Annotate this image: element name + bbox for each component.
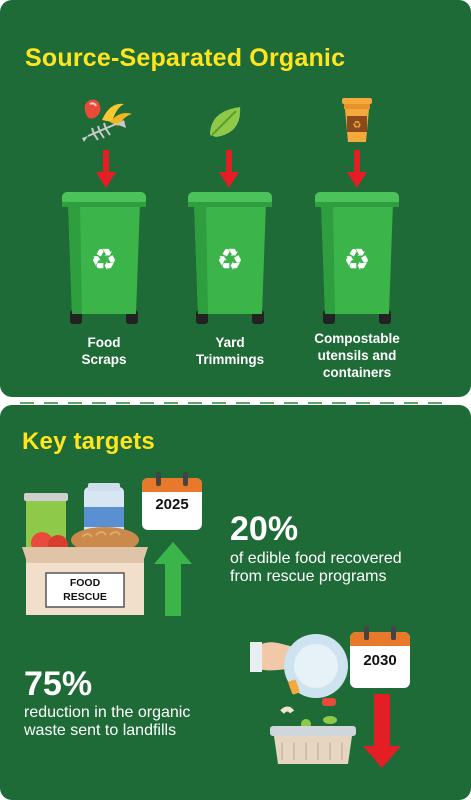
- arrow-down-icon: [219, 150, 239, 188]
- recycle-icon: ♻: [344, 243, 371, 278]
- section-divider: [20, 402, 451, 404]
- svg-text:♻: ♻: [353, 120, 362, 131]
- food-scraps-icon: [82, 99, 132, 142]
- bin-label-containers: Compostable utensils and containers: [297, 330, 417, 381]
- arrow-down-icon: [363, 694, 401, 768]
- food-rescue-label-line: FOOD: [69, 577, 101, 589]
- target2-description: reduction in the organic waste sent to l…: [24, 704, 190, 740]
- compost-bin-containers: ♻: [315, 192, 399, 324]
- bin-label-line: Compostable: [314, 331, 400, 346]
- targets-section-title: Key targets: [22, 428, 155, 455]
- bin-label-line: containers: [322, 365, 392, 380]
- source-section-title: Source-Separated Organic: [25, 44, 346, 72]
- bin-label-line: Scraps: [81, 352, 127, 367]
- target2-description-line: waste sent to landfills: [24, 722, 177, 739]
- calendar-icon: [350, 626, 410, 688]
- target2-year: 2030: [363, 652, 397, 669]
- calendar-icon: [142, 472, 202, 530]
- recycle-icon: ♻: [91, 243, 118, 278]
- plate-scraping-icon: [250, 634, 356, 764]
- bin-label-line: Trimmings: [195, 352, 265, 367]
- food-rescue-label-line: RESCUE: [63, 591, 107, 603]
- compost-bin-yard: ♻: [188, 192, 272, 324]
- target1-percent: 20%: [230, 510, 299, 548]
- recycle-icon: ♻: [217, 243, 244, 278]
- target2-description-line: reduction in the organic: [24, 704, 191, 721]
- target1-description-line: of edible food recovered: [230, 550, 402, 567]
- food-rescue-label: FOOD RESCUE: [46, 576, 124, 604]
- bin-label-line: Yard: [215, 335, 245, 350]
- bin-label-line: utensils and: [317, 348, 397, 363]
- bin-label-food: Food Scraps: [64, 334, 144, 368]
- arrow-down-icon: [347, 150, 367, 188]
- target1-year: 2025: [155, 496, 189, 513]
- leaf-icon: [210, 107, 241, 137]
- arrow-up-icon: [154, 542, 192, 616]
- food-rescue-box-icon: [22, 483, 148, 615]
- bin-label-yard: Yard Trimmings: [180, 334, 280, 368]
- bin-label-line: Food: [87, 335, 121, 350]
- arrow-down-icon: [96, 150, 116, 188]
- target2-percent: 75%: [24, 665, 93, 703]
- target1-description-line: from rescue programs: [230, 568, 387, 585]
- target1-description: of edible food recovered from rescue pro…: [230, 550, 402, 586]
- coffee-cup-icon: ♻: [342, 98, 372, 142]
- compost-bin-food: ♻: [62, 192, 146, 324]
